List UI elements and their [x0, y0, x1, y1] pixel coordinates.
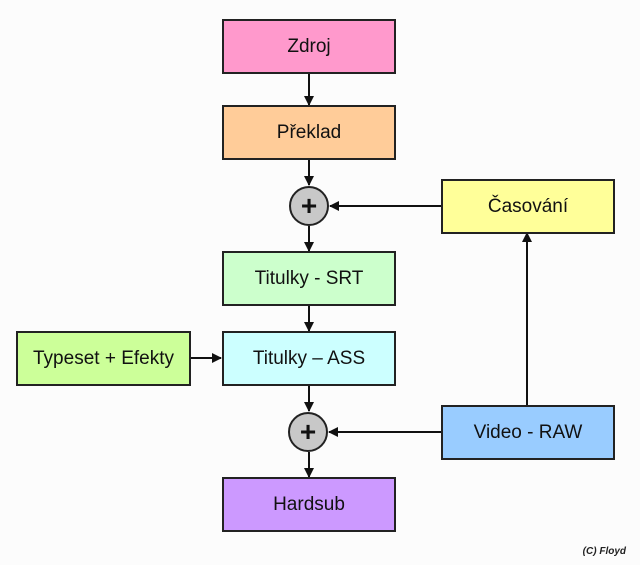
node-casovani: Časování: [441, 179, 615, 234]
node-label: Časování: [487, 195, 569, 217]
node-label: Typeset + Efekty: [33, 347, 174, 369]
merge-junction-2: +: [288, 412, 328, 452]
node-label: Titulky – ASS: [252, 347, 366, 369]
node-label: Zdroj: [287, 35, 331, 57]
node-label: Video - RAW: [473, 421, 583, 443]
plus-icon: +: [299, 416, 317, 447]
node-label: Titulky - SRT: [254, 267, 364, 289]
node-label: Hardsub: [273, 493, 345, 515]
node-preklad: Překlad: [222, 105, 396, 160]
plus-icon: +: [300, 190, 318, 221]
node-hardsub: Hardsub: [222, 477, 396, 532]
node-titulky-srt: Titulky - SRT: [222, 251, 396, 306]
node-typeset-efekty: Typeset + Efekty: [16, 331, 191, 386]
merge-junction-1: +: [289, 186, 329, 226]
node-zdroj: Zdroj: [222, 19, 396, 74]
node-video-raw: Video - RAW: [441, 405, 615, 460]
node-titulky-ass: Titulky – ASS: [222, 331, 396, 386]
copyright-label: (C) Floyd: [582, 546, 626, 557]
node-label: Překlad: [276, 121, 342, 143]
